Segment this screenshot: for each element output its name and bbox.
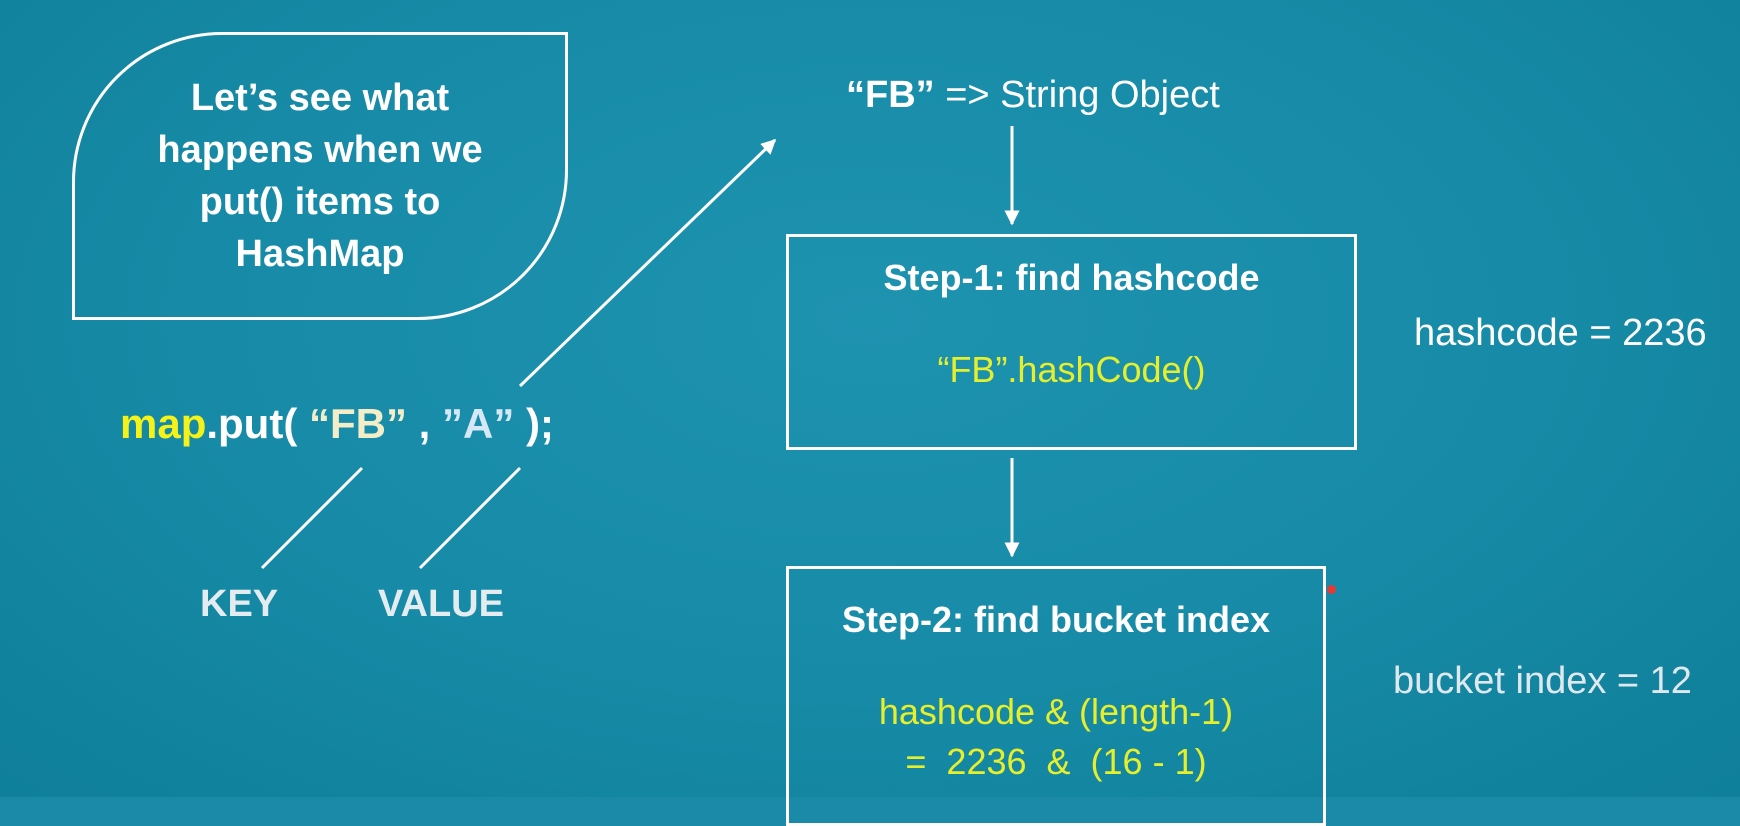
value-literal: ”A”	[442, 400, 515, 447]
map-variable: map	[120, 400, 207, 447]
step2-formula: hashcode & (length-1)	[878, 691, 1234, 732]
key-label: KEY	[200, 583, 279, 625]
put-method: .put(	[206, 400, 309, 447]
value-pointer-line	[418, 466, 522, 570]
hashcode-result: hashcode = 2236	[1414, 312, 1707, 354]
arrow-to-string-object	[518, 138, 777, 388]
value-label: VALUE	[378, 583, 504, 625]
bubble-line: happens when we	[157, 129, 483, 171]
key-literal: “FB”	[308, 400, 407, 447]
string-object-text: => String Object	[934, 74, 1220, 116]
step1-box: Step-1: find hashcode “FB”.hashCode()	[786, 234, 1357, 450]
step2-box: Step-2: find bucket index hashcode & (le…	[786, 566, 1326, 826]
connector-layer	[260, 126, 1020, 570]
argument-separator: ,	[406, 400, 442, 447]
slide-background	[0, 0, 1740, 797]
key-pointer-line	[260, 466, 364, 570]
bucket-index-result: bucket index = 12	[1393, 660, 1692, 702]
bubble-line: HashMap	[235, 233, 405, 275]
speech-bubble-text: Let’s see what happens when we put() ite…	[110, 72, 530, 280]
speech-bubble	[72, 32, 568, 320]
put-call-code: map.put( “FB” , ”A” );	[120, 400, 554, 448]
step2-title: Step-2: find bucket index	[841, 599, 1271, 640]
step1-title: Step-1: find hashcode	[883, 257, 1260, 298]
step1-code: “FB”.hashCode()	[937, 349, 1206, 390]
call-close: );	[514, 400, 554, 447]
bubble-line: Let’s see what	[190, 77, 450, 119]
string-object-label: “FB” => String Object	[846, 74, 1220, 117]
step2-formula-values: = 2236 & (16 - 1)	[905, 741, 1207, 782]
red-dot-icon	[1327, 585, 1336, 594]
bubble-line: put() items to	[199, 181, 441, 223]
string-literal: “FB”	[846, 74, 935, 116]
